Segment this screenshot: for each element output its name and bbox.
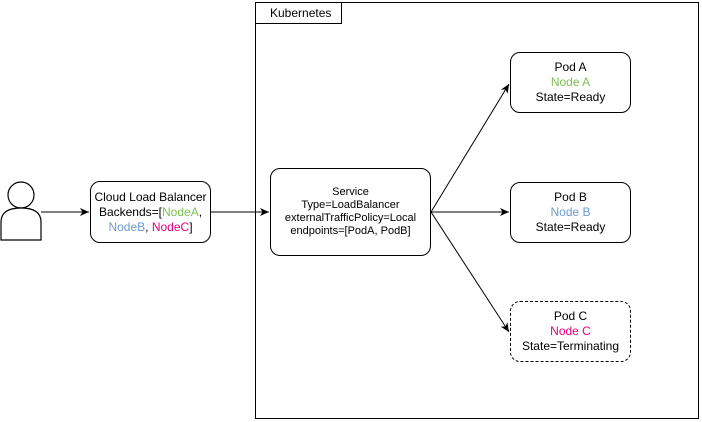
pod-c-box: Pod C Node C State=Terminating [510,301,631,362]
pod-c-state: State=Terminating [521,339,620,353]
lb-backends-prefix: Backends=[ [98,204,162,219]
service-traffic-policy: externalTrafficPolicy=Local [284,212,417,224]
pod-c-node: Node C [550,324,591,338]
pod-a-name: Pod A [554,60,587,74]
lb-backend-node-a: NodeA [162,204,199,219]
lb-backends-line1: Backends=[NodeA, [99,205,202,220]
service-type: Type=LoadBalancer [301,199,400,211]
lb-backends-sep1: , [198,204,203,219]
pod-c-name: Pod C [553,309,588,323]
arrow-service-to-pod-c [430,211,510,333]
kubernetes-cluster-frame: Kubernetes [255,2,699,419]
lb-backend-node-c: NodeC [151,219,190,234]
pod-b-state: State=Ready [535,220,606,234]
pod-b-name: Pod B [554,190,587,204]
arrow-service-to-pod-a [430,83,510,213]
service-endpoints: endpoints=[PodA, PodB] [290,225,411,237]
cloud-load-balancer-box: Cloud Load Balancer Backends=[NodeA, Nod… [90,181,211,243]
service-title: Service [332,186,369,198]
lb-backends-suffix: ] [189,219,193,234]
kubernetes-label: Kubernetes [256,3,343,24]
pod-b-node: Node B [550,205,591,219]
pod-a-state: State=Ready [535,90,606,104]
pod-a-node: Node A [550,75,591,89]
user-icon [0,181,42,241]
lb-backend-node-b: NodeB [108,219,146,234]
lb-backends-sep2: , [145,219,152,234]
service-box: Service Type=LoadBalancer externalTraffi… [270,168,431,256]
pod-b-box: Pod B Node B State=Ready [510,182,631,243]
lb-title: Cloud Load Balancer [94,189,207,204]
pod-a-box: Pod A Node A State=Ready [510,52,631,113]
lb-backends-line2: NodeB, NodeC] [108,220,192,235]
